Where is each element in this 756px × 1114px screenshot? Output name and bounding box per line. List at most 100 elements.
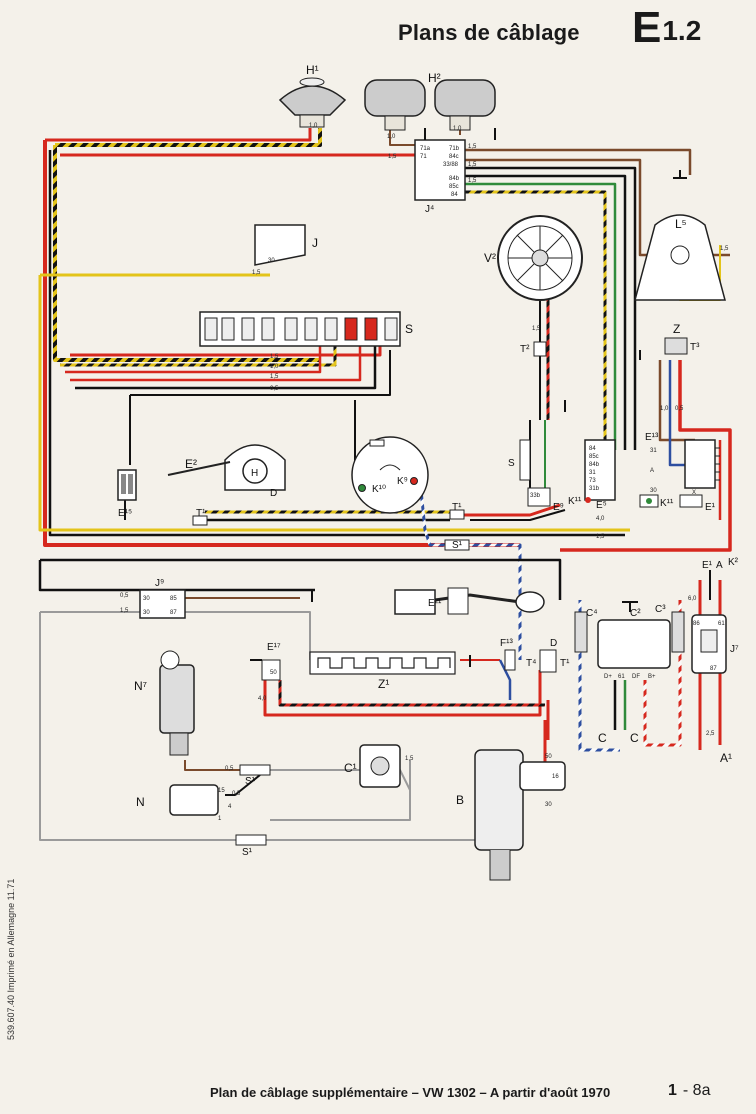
gauge-b: 16 — [552, 774, 559, 780]
fuse-s1: S¹ — [444, 539, 470, 551]
c4-label: C⁴ — [586, 608, 598, 619]
gauge-j9a: 0,5 — [120, 593, 129, 599]
c2-terminal-df: DF — [632, 674, 640, 680]
instrument-cluster: K¹⁰ K⁹ — [351, 436, 429, 514]
n-label: N — [136, 795, 145, 809]
gauge-s4: 0,5 — [270, 386, 279, 392]
gauge-j4-in: 1,5 — [388, 154, 397, 160]
switch-e13: E¹³ 31 A 30 X K¹¹ E¹ — [639, 432, 720, 513]
gauge-j4-out1: 1,5 — [468, 144, 477, 150]
j7-terminal-86: 86 — [693, 621, 700, 627]
j9-terminal-85: 85 — [170, 596, 177, 602]
e9-label: E⁹ — [553, 502, 564, 513]
j4-terminal-84: 84 — [451, 192, 458, 198]
ground-symbols — [250, 128, 687, 667]
j-label: J — [312, 236, 318, 250]
gauge-v2: 1,5 — [532, 326, 541, 332]
j7-terminal-61: 61 — [718, 621, 725, 627]
t5-label: T¹ — [560, 658, 570, 669]
c3-label: C³ — [655, 604, 666, 615]
relay-j9: 30 30 85 87 J⁹ — [139, 578, 186, 619]
t3-label: T³ — [690, 342, 700, 353]
e15-label: E¹⁵ — [118, 508, 132, 519]
horn-h1: H¹ — [278, 63, 347, 128]
gauge-c3: 6,0 — [688, 596, 697, 602]
switch-e9: 33b E⁹ — [527, 487, 564, 513]
relay-j4: 71a 71 71b 84c 33/88 84b 85c 84 J⁴ — [414, 139, 466, 215]
gauge-bottom2: 1,5 — [596, 534, 605, 540]
k-green-label: K¹¹ — [660, 498, 674, 509]
h2-label: H² — [428, 71, 441, 85]
e5-terminal-84: 84 — [589, 446, 596, 452]
page-number: 1- 8a — [668, 1082, 710, 1100]
j4-terminal-71b: 71b — [449, 146, 460, 152]
j7-label: J⁷ — [730, 644, 739, 655]
switch-e5: K¹¹ E⁵ 84 85c 84b 31 73 31b — [568, 439, 616, 511]
j4-terminal-84b: 84b — [449, 176, 460, 182]
side-imprint: 539.607.40 Imprimé en Allemagne 11.71 — [6, 878, 16, 1040]
fuse-box-s: S — [199, 311, 413, 347]
j4-label: J⁴ — [425, 204, 434, 215]
page-number-minor: - 8a — [682, 1082, 711, 1099]
switch-e15: E¹⁵ — [117, 469, 137, 519]
fan-motor-v2: V² — [484, 215, 583, 301]
switch-e17: E¹⁷ 50 — [261, 642, 281, 681]
gauge-s3: 1,5 — [270, 374, 279, 380]
distributor-c1: C¹ — [344, 744, 401, 788]
j9-terminal-87: 87 — [170, 610, 177, 616]
n-terminal-15: 15 — [218, 788, 225, 794]
n-terminal-4: 4 — [228, 804, 232, 810]
h-label: H — [251, 468, 258, 479]
gauge-bottom1: 4,0 — [596, 516, 605, 522]
e-a-label: E¹ — [702, 560, 713, 571]
e17-terminal-50: 50 — [270, 670, 277, 676]
gauge-h2a: 1,0 — [387, 134, 396, 140]
b-terminal-50: 50 — [545, 754, 552, 760]
switch-z: Z T³ — [664, 322, 700, 355]
h1-label: H¹ — [306, 63, 319, 77]
k10-label: K¹⁰ — [372, 484, 386, 495]
gauge-j4-out3: 1,5 — [468, 178, 477, 184]
shift-switch-e21: E²¹ — [394, 587, 545, 615]
c1-label: C¹ — [344, 761, 357, 775]
s3-label: S¹ — [245, 776, 256, 787]
j4-terminal-3388: 33/88 — [443, 162, 459, 168]
gauge-s2: 1,0 — [270, 364, 279, 370]
n-terminal-1: 1 — [218, 816, 222, 822]
harness-wires — [38, 120, 732, 841]
z-label: Z — [673, 322, 680, 336]
gauge-n: 0,5 — [232, 791, 241, 797]
j4-terminal-84c: 84c — [449, 154, 459, 160]
e13-terminal-x: X — [692, 490, 696, 496]
regulator-group: C⁴ C² D+ 61 DF B+ C³ J⁷ 86 61 87 E¹ A K²… — [574, 557, 739, 765]
s4-label: S¹ — [242, 847, 253, 858]
j4-terminal-71: 71 — [420, 154, 427, 160]
n7-label: N⁷ — [134, 679, 147, 693]
gauge-j: 1,5 — [252, 270, 261, 276]
c-label-1: C — [598, 731, 607, 745]
j4-terminal-71a: 71a — [420, 146, 431, 152]
gauge-z1: 1,0 — [660, 406, 669, 412]
starter-b: B 30 50 — [456, 749, 566, 881]
page-title: Plans de câblage — [398, 20, 580, 45]
e2-label: E² — [185, 457, 197, 471]
gauge-s1: 1,5 — [270, 354, 279, 360]
f13-label: F¹³ — [500, 638, 513, 649]
gauge-j9b: 1,5 — [120, 608, 129, 614]
section-letter: E — [632, 3, 662, 52]
s-label: S — [405, 322, 413, 336]
e1-label: E¹ — [705, 502, 716, 513]
lamp-l5: L⁵ — [634, 214, 726, 301]
fuse-s-lower: S¹ S¹ — [235, 764, 271, 858]
ignition-switch-d: D T⁴ T¹ — [526, 638, 570, 673]
wire-gauge-labels: 1,0 1,0 1,0 1,5 1,5 1,5 1,5 1,5 1,5 1,5 … — [120, 123, 729, 797]
e21-label: E²¹ — [428, 598, 442, 609]
e9-terminal-33b: 33b — [530, 493, 541, 499]
c2-terminal-bplus: B+ — [648, 674, 656, 680]
v2-label: V² — [484, 251, 496, 265]
coil-n: 15 4 1 N — [136, 784, 232, 822]
b-label: B — [456, 793, 464, 807]
fuse-s: S — [508, 439, 531, 481]
